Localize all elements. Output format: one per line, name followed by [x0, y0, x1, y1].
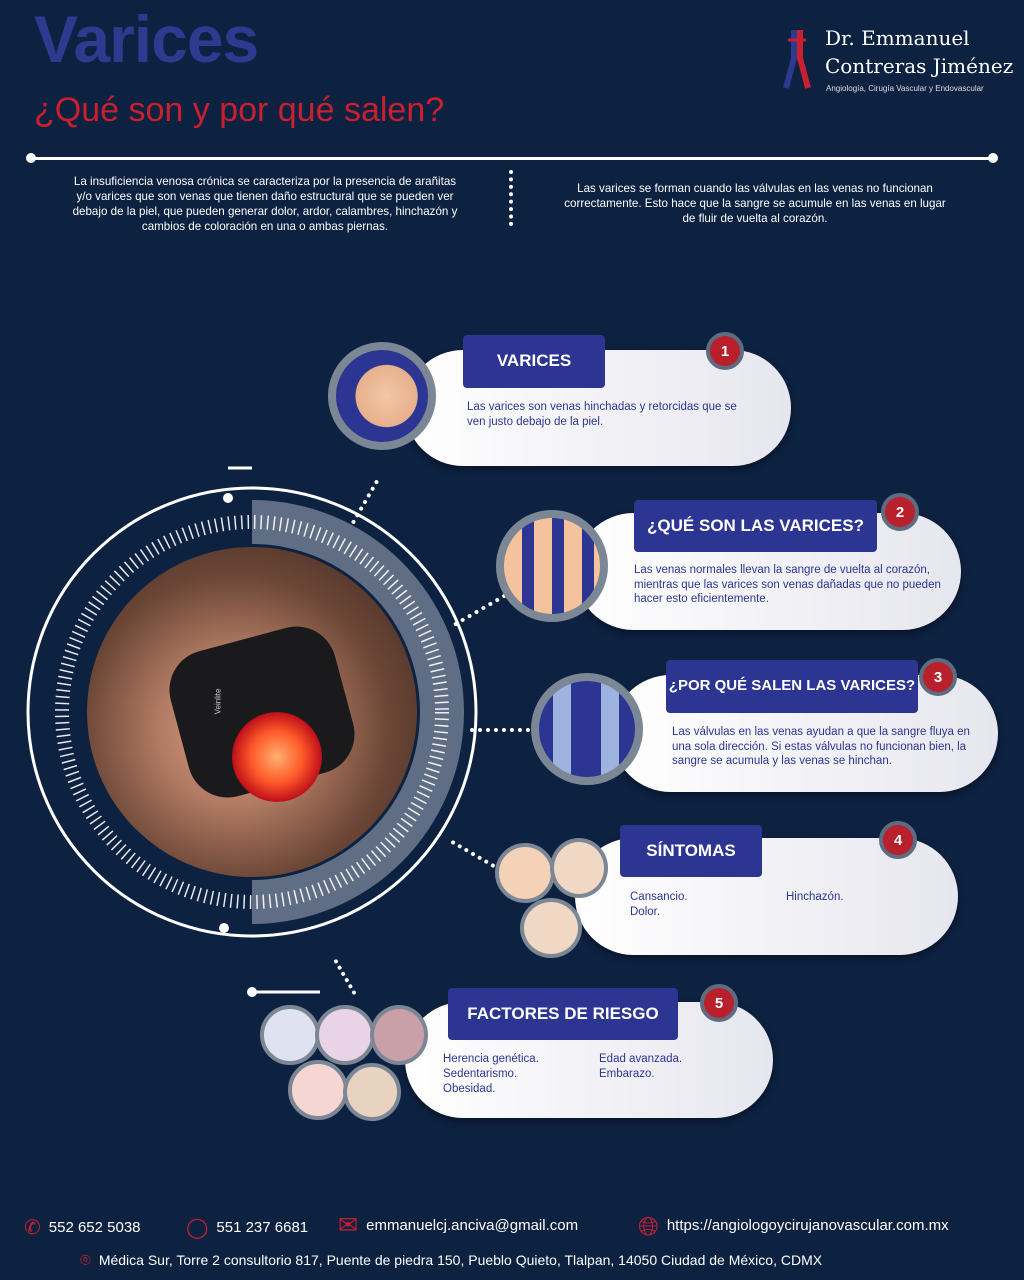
vein-viewer-photo: Veinlite	[87, 547, 417, 877]
magnified-varicose-leg-image	[328, 342, 436, 450]
circular-frame	[26, 466, 478, 997]
website-link[interactable]: 🌐︎ https://angiologoycirujanovascular.co…	[638, 1211, 949, 1241]
dna-genetics-image	[260, 1005, 320, 1065]
logo-name-line1: Dr. Emmanuel	[825, 26, 970, 50]
number-badge: 3	[919, 658, 957, 696]
vein-logo-icon	[783, 30, 811, 89]
doctor-logo: Dr. Emmanuel Contreras Jiménez Angiologí…	[780, 26, 1014, 106]
sedentary-person-image	[370, 1005, 428, 1065]
divider-dot	[26, 153, 36, 163]
risk-item: Obesidad.	[443, 1083, 496, 1095]
card-title: ¿QUÉ SON LAS VARICES?	[634, 500, 877, 552]
risk-item: Herencia genética.	[443, 1053, 539, 1065]
whatsapp-number: 551 237 6681	[216, 1219, 309, 1236]
dotted-separator	[509, 170, 513, 226]
address-text: Médica Sur, Torre 2 consultorio 817, Pue…	[98, 1252, 823, 1268]
symptom-item: Cansancio.	[630, 891, 688, 903]
number-badge: 2	[881, 493, 919, 531]
intro-right-text: Las varices se forman cuando las válvula…	[564, 182, 946, 225]
card-title: SÍNTOMAS	[620, 825, 762, 877]
whatsapp-contact[interactable]: ◯ 551 237 6681	[186, 1218, 308, 1238]
page-title: Varices	[34, 2, 259, 76]
vein-valves-diagram-image	[531, 673, 643, 785]
whatsapp-icon: ◯	[186, 1217, 209, 1239]
card-title: FACTORES DE RIESGO	[448, 988, 678, 1040]
obesity-image	[343, 1063, 401, 1121]
pregnancy-image	[288, 1060, 348, 1120]
globe-icon: 🌐︎	[638, 1211, 659, 1241]
elderly-person-image	[315, 1005, 375, 1065]
logo-specialty: Angiología, Cirugía Vascular y Endovascu…	[826, 84, 984, 93]
email-address: emmanuelcj.anciva@gmail.com	[366, 1217, 579, 1234]
divider-line	[30, 157, 994, 160]
risk-item: Sedentarismo.	[443, 1068, 518, 1080]
swollen-legs-image	[550, 838, 608, 898]
number-badge: 1	[706, 332, 744, 370]
symptom-item: Dolor.	[630, 906, 661, 918]
red-light-glow	[232, 712, 322, 802]
device-label: Veinlite	[213, 688, 223, 715]
card-title: ¿POR QUÉ SALEN LAS VARICES?	[666, 660, 918, 713]
phone-number: 552 652 5038	[48, 1219, 141, 1236]
logo-name-line2: Contreras Jiménez	[825, 54, 1014, 78]
symptom-item: Hinchazón.	[786, 891, 844, 903]
phone-contact[interactable]: ✆ 552 652 5038	[24, 1218, 141, 1238]
address: ⌾ Médica Sur, Torre 2 consultorio 817, P…	[80, 1250, 822, 1270]
normal-vs-varicose-legs-image	[496, 510, 608, 622]
website-url: https://angiologoycirujanovascular.com.m…	[666, 1217, 949, 1234]
card-text: Las válvulas en las venas ayudan a que l…	[672, 726, 970, 767]
card-text: Las varices son venas hinchadas y retorc…	[467, 401, 737, 428]
divider-dot	[988, 153, 998, 163]
intro-left-text: La insuficiencia venosa crónica se carac…	[72, 175, 458, 233]
risk-item: Edad avanzada.	[599, 1053, 683, 1065]
page-subtitle: ¿Qué son y por qué salen?	[34, 91, 445, 129]
phone-icon: ✆	[24, 1217, 41, 1239]
connector-dots	[470, 728, 530, 732]
email-contact[interactable]: ✉ emmanuelcj.anciva@gmail.com	[338, 1212, 579, 1239]
number-badge: 4	[879, 821, 917, 859]
tired-person-image	[495, 843, 555, 903]
number-badge: 5	[700, 984, 738, 1022]
envelope-icon: ✉	[338, 1212, 359, 1239]
painful-knees-image	[520, 898, 582, 958]
card-title: VARICES	[463, 335, 605, 388]
card-text: Las venas normales llevan la sangre de v…	[634, 564, 941, 605]
risk-item: Embarazo.	[599, 1068, 655, 1080]
location-pin-icon: ⌾	[80, 1250, 91, 1270]
